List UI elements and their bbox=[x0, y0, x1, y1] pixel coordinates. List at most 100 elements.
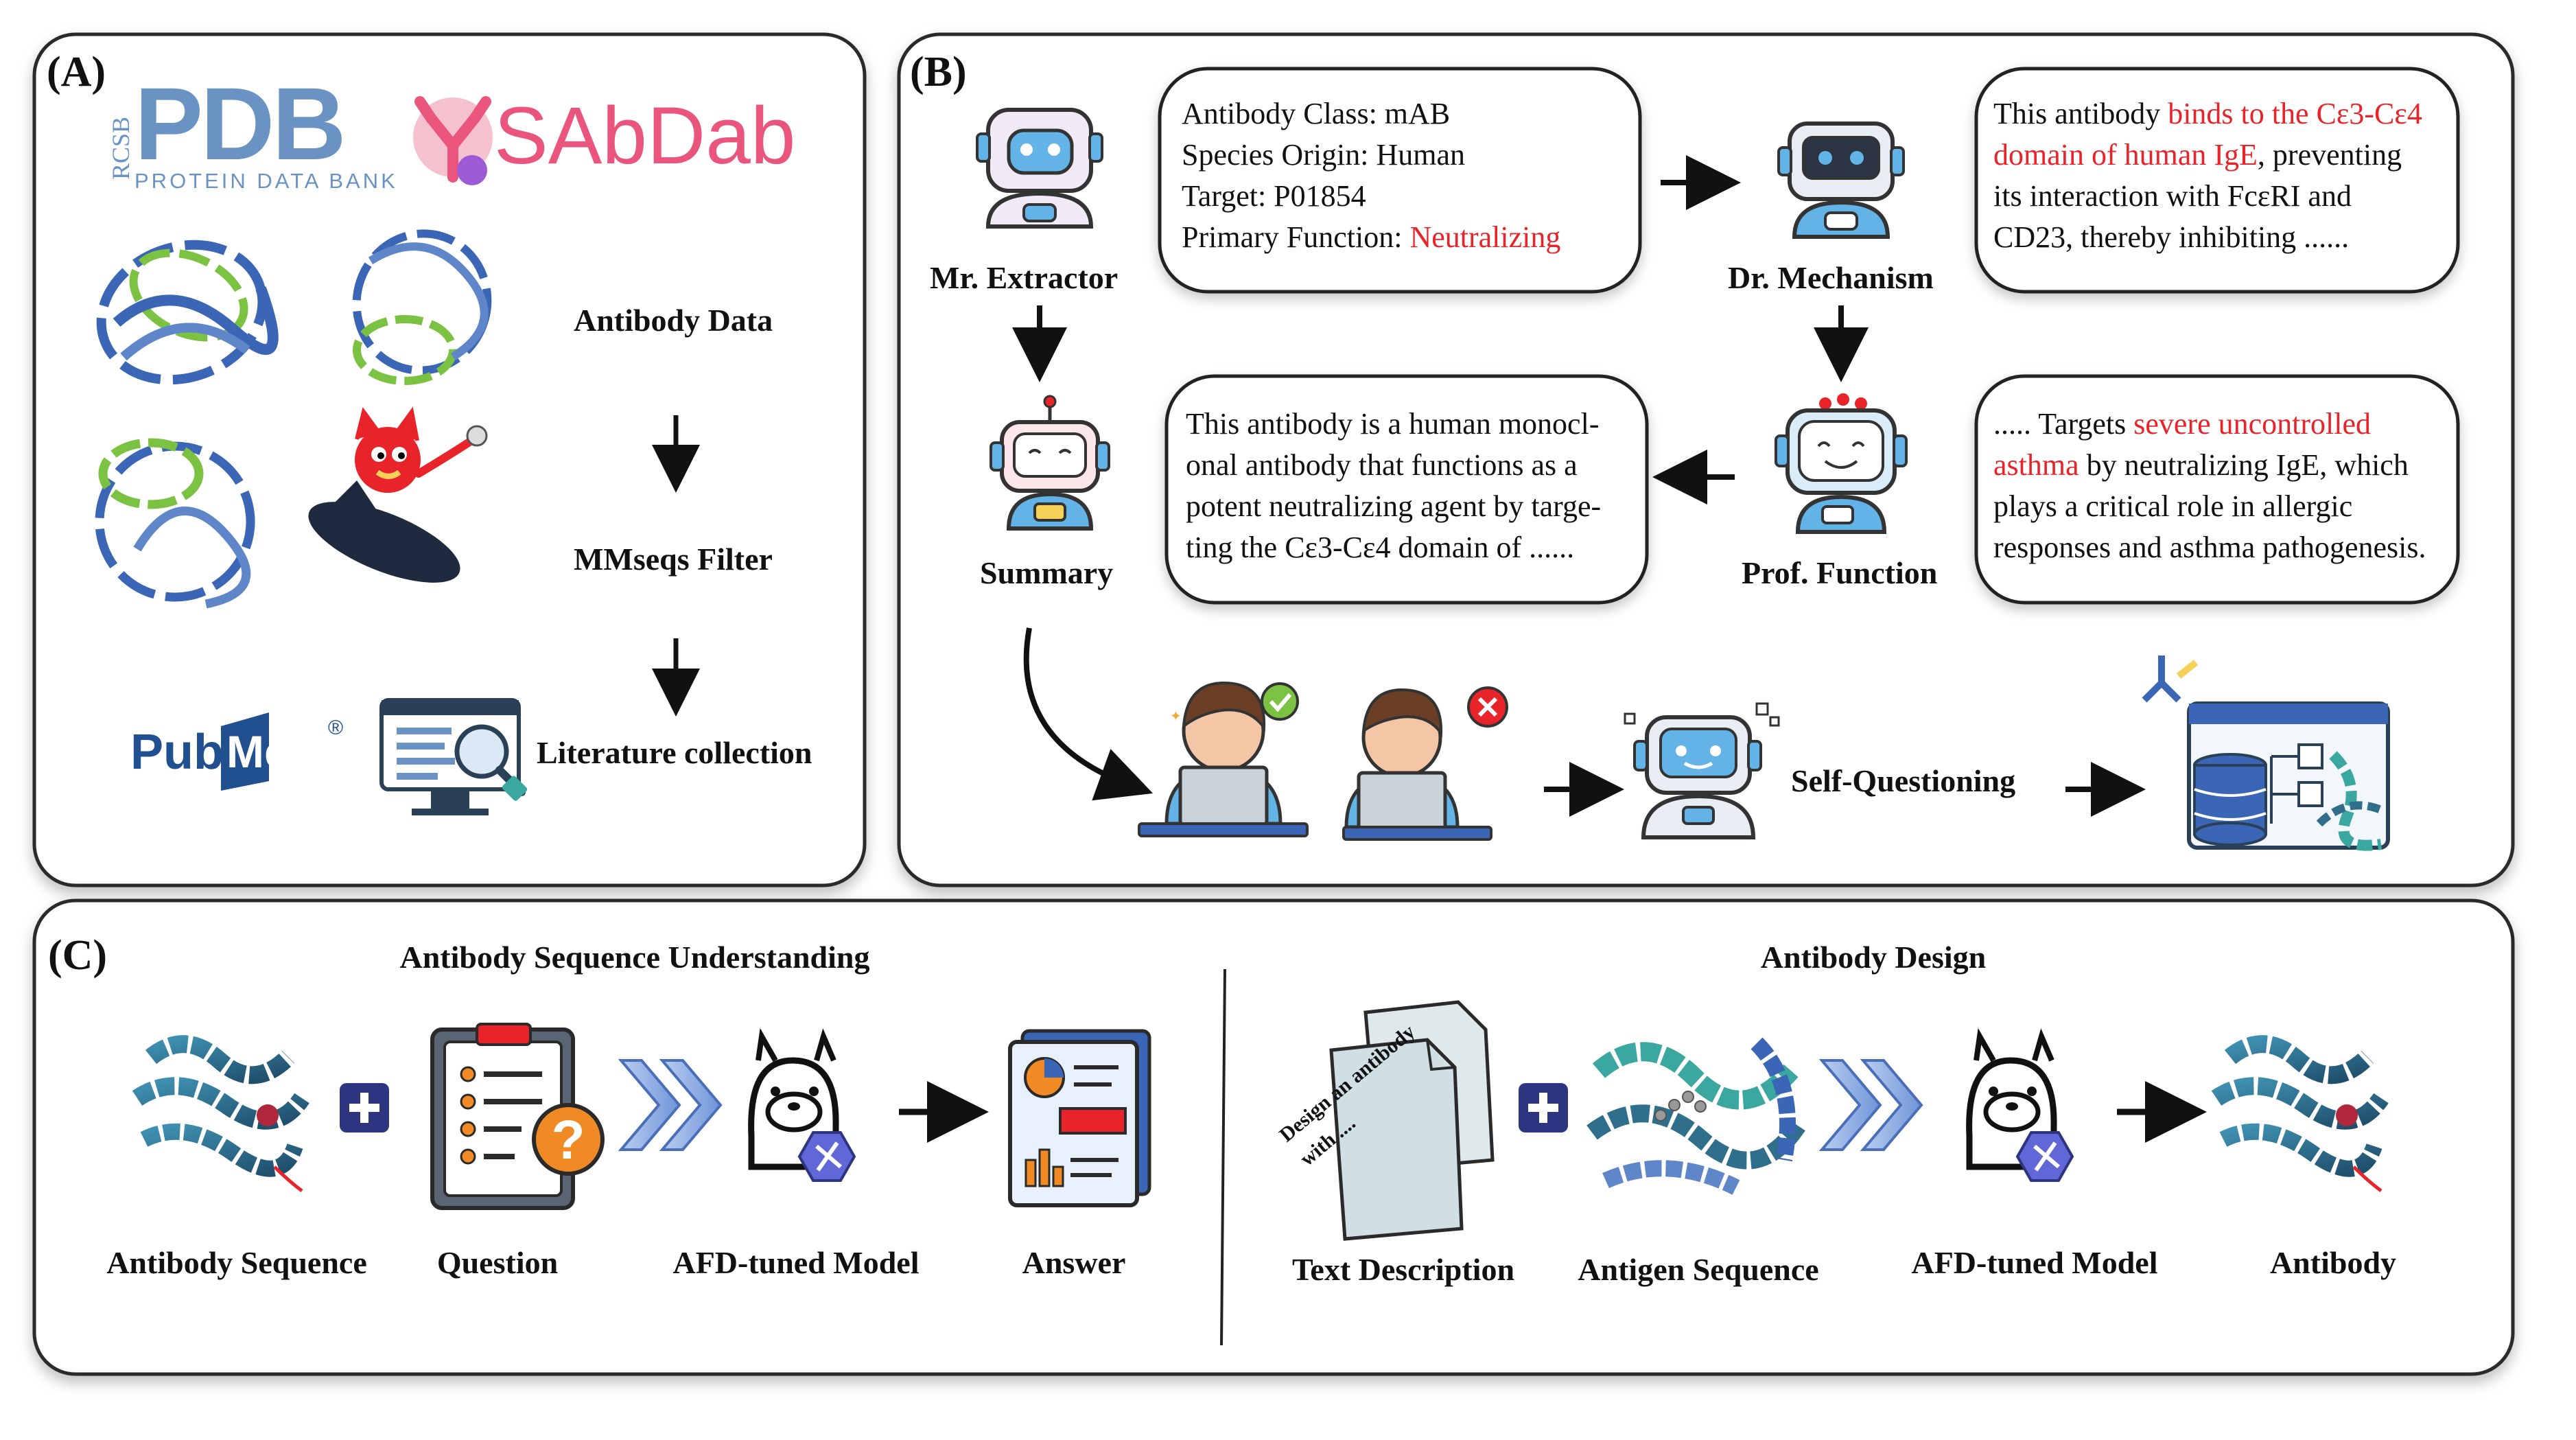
summary-line: potent neutralizing agent by targe- bbox=[1186, 489, 1601, 523]
step-antibody-data: Antibody Data bbox=[574, 303, 773, 338]
function-line: ..... Targets severe uncontrolled bbox=[1993, 407, 2371, 441]
llama-model-icon-right bbox=[1966, 1027, 2074, 1182]
summary-line: onal antibody that functions as a bbox=[1186, 448, 1578, 482]
question-mark: ? bbox=[552, 1109, 585, 1170]
summary-line: This antibody is a human monocl- bbox=[1186, 407, 1599, 441]
label-question: Question bbox=[437, 1245, 558, 1280]
extractor-line: Target: P01854 bbox=[1182, 179, 1366, 213]
function-output-box bbox=[1974, 374, 2460, 605]
label-answer: Answer bbox=[1022, 1245, 1126, 1280]
extractor-line-value: Human bbox=[1377, 138, 1466, 172]
literature-search-icon bbox=[379, 698, 528, 815]
function-line: responses and asthma pathogenesis. bbox=[1993, 531, 2426, 564]
mechanism-line: This antibody binds to the Cε3-Cε4 bbox=[1993, 97, 2422, 130]
agent-summary-label: Summary bbox=[980, 555, 1113, 590]
extractor-line-label: Species Origin: bbox=[1182, 138, 1377, 172]
robot-self-questioning-icon bbox=[1624, 702, 1780, 839]
pdb-logo-text: PDB bbox=[134, 66, 344, 181]
panel-a-label: (A) bbox=[47, 49, 106, 95]
label-afd-model-right: AFD-tuned Model bbox=[1911, 1245, 2157, 1280]
summary-output-lines: This antibody is a human monocl-onal ant… bbox=[1186, 407, 1601, 564]
plus-icon-left bbox=[340, 1083, 389, 1133]
function-line-segment: severe uncontrolled bbox=[2133, 407, 2371, 441]
label-antigen-sequence: Antigen Sequence bbox=[1578, 1252, 1818, 1287]
chevron-icon-left bbox=[618, 1059, 723, 1151]
pubmed-reg-mark: ® bbox=[328, 717, 343, 739]
agent-function-label: Prof. Function bbox=[1742, 555, 1937, 590]
panel-c bbox=[32, 898, 2515, 1376]
function-line: asthma by neutralizing IgE, which bbox=[1993, 448, 2409, 482]
mmseqs-mascot-icon bbox=[308, 406, 488, 583]
antibody-structure-2 bbox=[352, 229, 492, 385]
mechanism-output-box bbox=[1974, 67, 2460, 294]
function-output-lines: ..... Targets severe uncontrolled asthma … bbox=[1993, 407, 2426, 564]
mechanism-line-segment: This antibody bbox=[1993, 97, 2168, 130]
label-antibody-sequence: Antibody Sequence bbox=[106, 1245, 367, 1280]
svg-text:✦: ✦ bbox=[1170, 709, 1182, 724]
extractor-line-value: mAB bbox=[1385, 97, 1450, 130]
agent-extractor-label: Mr. Extractor bbox=[930, 260, 1118, 295]
label-afd-model-left: AFD-tuned Model bbox=[672, 1245, 919, 1280]
section-title-design: Antibody Design bbox=[1761, 940, 1986, 975]
robot-extractor-icon bbox=[976, 108, 1103, 229]
robot-summary-icon bbox=[990, 395, 1110, 531]
pdb-logo-side: RCSB bbox=[107, 117, 134, 180]
mechanism-line: CD23, thereby inhibiting ...... bbox=[1993, 220, 2349, 254]
mechanism-line-segment: , preventing bbox=[2258, 138, 2402, 172]
antibody-structure-1 bbox=[96, 240, 279, 385]
question-clipboard-icon: ? bbox=[430, 1023, 605, 1210]
plus-icon-right bbox=[1519, 1083, 1568, 1133]
robot-function-icon bbox=[1775, 393, 1908, 534]
function-line-segment: asthma bbox=[1993, 448, 2079, 482]
pubmed-logo: Pub Med ® bbox=[130, 712, 343, 791]
chevron-icon-right bbox=[1818, 1059, 1923, 1151]
extractor-line-label: Target: bbox=[1182, 179, 1274, 213]
pdb-logo-sub: PROTEIN DATA BANK bbox=[134, 169, 398, 193]
sabdab-logo-text: SAbDab bbox=[494, 91, 796, 181]
pdb-logo: RCSB PDB PROTEIN DATA BANK bbox=[107, 66, 398, 193]
mechanism-line-segment: its interaction with FcεRI and bbox=[1993, 179, 2352, 213]
extractor-output-box bbox=[1158, 67, 1642, 294]
step-mmseqs-filter: MMseqs Filter bbox=[574, 542, 773, 577]
mechanism-line: its interaction with FcεRI and bbox=[1993, 179, 2352, 213]
function-line-segment: ..... Targets bbox=[1993, 407, 2133, 441]
extractor-line-label: Primary Function: bbox=[1182, 220, 1409, 254]
panel-b-label: (B) bbox=[910, 49, 967, 95]
step-literature-collection: Literature collection bbox=[537, 735, 812, 770]
antigen-sequence-structure bbox=[1586, 1037, 1805, 1195]
antibody-sequence-structure bbox=[132, 1035, 309, 1192]
mechanism-output-lines: This antibody binds to the Cε3-Cε4 domai… bbox=[1993, 97, 2422, 254]
function-line-segment: responses and asthma pathogenesis. bbox=[1993, 531, 2426, 564]
text-description-doc-icon: Design an antibody with .... bbox=[1275, 1000, 1495, 1241]
reviewer-reject-icon bbox=[1342, 686, 1508, 841]
extractor-line-label: Antibody Class: bbox=[1182, 97, 1385, 130]
panel-c-divider bbox=[1220, 968, 1226, 1346]
sabdab-antibody-icon bbox=[413, 96, 493, 185]
mechanism-line-segment: CD23, thereby inhibiting ...... bbox=[1993, 220, 2349, 254]
extractor-line: Primary Function: Neutralizing bbox=[1182, 220, 1560, 254]
label-antibody: Antibody bbox=[2270, 1245, 2396, 1280]
database-icon bbox=[2142, 655, 2390, 851]
extractor-line: Species Origin: Human bbox=[1182, 138, 1465, 172]
mechanism-line-segment: domain of human IgE bbox=[1993, 138, 2258, 172]
mechanism-line: domain of human IgE, preventing bbox=[1993, 138, 2402, 172]
panel-c-label: (C) bbox=[48, 932, 107, 979]
curved-arrow-summary-to-reviewers bbox=[1023, 627, 1154, 801]
mechanism-line-segment: binds to the Cε3-Cε4 bbox=[2168, 97, 2422, 130]
self-questioning-label: Self-Questioning bbox=[1791, 763, 2015, 798]
robot-mechanism-icon bbox=[1777, 121, 1905, 239]
output-antibody-structure bbox=[2211, 1035, 2389, 1192]
function-line-segment: plays a critical role in allergic bbox=[1993, 489, 2352, 523]
section-title-understanding: Antibody Sequence Understanding bbox=[399, 940, 869, 975]
function-line-segment: by neutralizing IgE, which bbox=[2079, 448, 2409, 482]
summary-line: ting the Cε3-Cε4 domain of ...... bbox=[1186, 531, 1574, 564]
sabdab-logo: SAbDab bbox=[413, 91, 796, 185]
pubmed-logo-pub: Pub bbox=[130, 725, 224, 780]
extractor-line-value: Neutralizing bbox=[1409, 220, 1560, 254]
pubmed-logo-med: Med bbox=[226, 726, 317, 777]
function-line: plays a critical role in allergic bbox=[1993, 489, 2352, 523]
extractor-line: Antibody Class: mAB bbox=[1182, 97, 1450, 130]
agent-mechanism-label: Dr. Mechanism bbox=[1728, 260, 1934, 295]
